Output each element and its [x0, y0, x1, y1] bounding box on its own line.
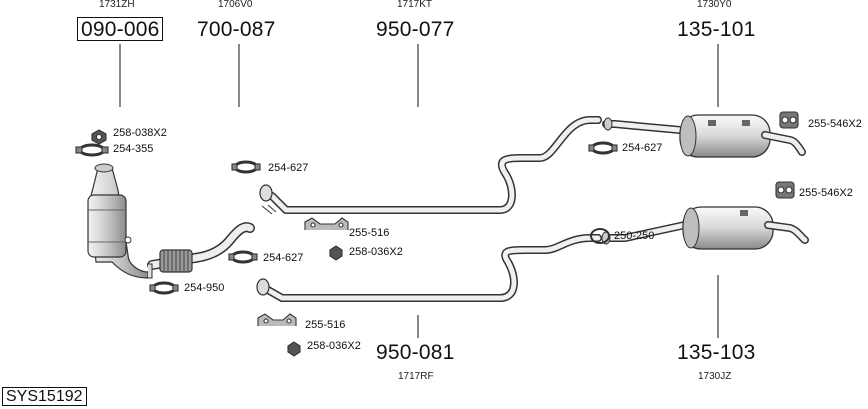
bracket-label-255-516-b[interactable]: 255-516 — [305, 319, 346, 331]
leader-lines — [119, 44, 719, 338]
clamp-label-254-627-c[interactable]: 254-627 — [622, 142, 663, 154]
muffler-135-101 — [602, 114, 806, 158]
ring-label-250-250[interactable]: 250-250 — [614, 230, 655, 242]
oem-code-lower-pipe: 1717RF — [398, 371, 434, 382]
part-number-upper-muffler[interactable]: 135-101 — [677, 18, 756, 41]
clamp-label-254-627-a[interactable]: 254-627 — [268, 162, 309, 174]
pipe-950-081 — [256, 234, 602, 302]
bracket-label-255-516-a[interactable]: 255-516 — [349, 227, 390, 239]
clamp-label-254-355[interactable]: 254-355 — [113, 143, 154, 155]
part-number-front-pipe[interactable]: 700-087 — [197, 18, 276, 41]
nut-label-258-036-a[interactable]: 258-036X2 — [349, 246, 403, 258]
oem-code-upper-pipe: 1717KT — [397, 0, 433, 10]
catalytic-converter-090-006 — [87, 163, 153, 279]
oem-code-upper-muffler: 1730Y0 — [697, 0, 732, 10]
part-number-catalyst[interactable]: 090-006 — [77, 17, 164, 41]
oem-code-lower-muffler: 1730JZ — [698, 371, 732, 382]
hardware-icons — [75, 111, 799, 357]
system-code-label: SYS15192 — [2, 387, 87, 406]
hanger-label-255-546-a[interactable]: 255-546X2 — [808, 118, 862, 130]
muffler-135-103 — [601, 206, 809, 250]
part-number-lower-pipe[interactable]: 950-081 — [376, 341, 455, 364]
hanger-label-255-546-b[interactable]: 255-546X2 — [799, 187, 853, 199]
nut-label-258-038[interactable]: 258-038X2 — [113, 127, 167, 139]
part-number-upper-pipe[interactable]: 950-077 — [376, 18, 455, 41]
front-pipe-700-087 — [147, 222, 255, 273]
part-number-lower-muffler[interactable]: 135-103 — [677, 341, 756, 364]
nut-label-258-036-b[interactable]: 258-036X2 — [307, 340, 361, 352]
oem-code-catalyst: 1731ZH — [99, 0, 135, 10]
pipe-950-077 — [259, 116, 602, 215]
clamp-label-254-627-b[interactable]: 254-627 — [263, 252, 304, 264]
oem-code-front-pipe: 1706V0 — [218, 0, 253, 10]
clamp-label-254-950[interactable]: 254-950 — [184, 282, 225, 294]
